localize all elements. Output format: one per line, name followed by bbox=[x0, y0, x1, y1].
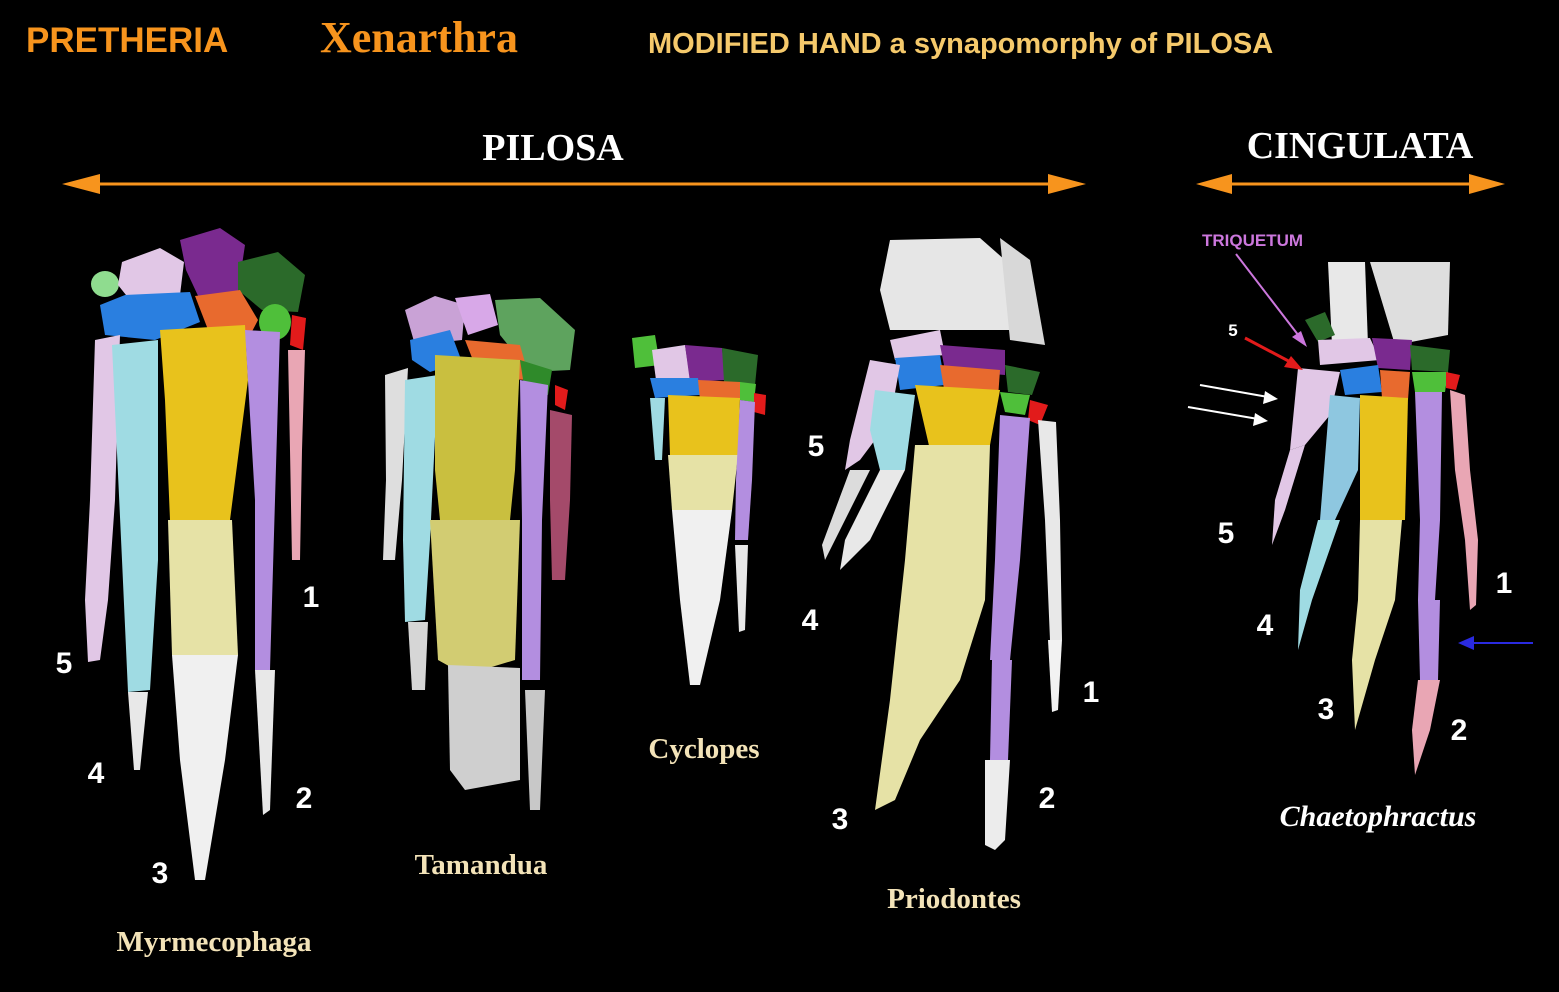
bone-five-label: 5 bbox=[1228, 321, 1237, 340]
specimen-label-chaetophractus: Chaetophractus bbox=[1280, 800, 1477, 833]
digit-label-priodontes-3: 3 bbox=[832, 803, 849, 836]
digit-label-priodontes-2: 2 bbox=[1039, 782, 1056, 815]
superorder-title: PRETHERIA bbox=[26, 21, 228, 60]
hand-chaetophractus bbox=[1272, 262, 1478, 775]
digit-label-chaetophractus-4: 4 bbox=[1257, 609, 1274, 642]
hand-tamandua bbox=[383, 294, 575, 810]
digit-label-myrmecophaga-4: 4 bbox=[88, 757, 105, 790]
digit-label-chaetophractus-1: 1 bbox=[1496, 567, 1513, 600]
digit-label-priodontes-5: 5 bbox=[808, 430, 825, 463]
digit-label-myrmecophaga-1: 1 bbox=[303, 581, 320, 614]
digit-label-priodontes-1: 1 bbox=[1083, 676, 1100, 709]
specimen-label-tamandua: Tamandua bbox=[415, 849, 548, 881]
digit-label-chaetophractus-5: 5 bbox=[1218, 517, 1235, 550]
group-label-pilosa: PILOSA bbox=[482, 127, 624, 169]
digit-label-chaetophractus-3: 3 bbox=[1318, 693, 1335, 726]
specimen-label-myrmecophaga: Myrmecophaga bbox=[117, 926, 312, 958]
order-title: Xenarthra bbox=[320, 13, 518, 62]
hand-myrmecophaga bbox=[85, 228, 306, 880]
group-label-cingulata: CINGULATA bbox=[1247, 125, 1474, 167]
white-pointer-arrow-upper bbox=[1199, 384, 1278, 404]
digit-label-priodontes-4: 4 bbox=[802, 604, 819, 637]
cingulata-range-arrow bbox=[1196, 174, 1505, 194]
red-pointer-arrow bbox=[1244, 336, 1303, 370]
page-subtitle: MODIFIED HAND a synapomorphy of PILOSA bbox=[648, 28, 1273, 60]
blue-pointer-arrow bbox=[1458, 636, 1533, 650]
digit-label-chaetophractus-2: 2 bbox=[1451, 714, 1468, 747]
digit-label-myrmecophaga-5: 5 bbox=[56, 647, 73, 680]
triquetum-label: TRIQUETUM bbox=[1202, 231, 1303, 250]
specimen-label-cyclopes: Cyclopes bbox=[648, 733, 759, 765]
triquetum-pointer bbox=[1235, 253, 1307, 347]
pilosa-range-arrow bbox=[62, 174, 1086, 194]
hand-priodontes bbox=[822, 238, 1062, 850]
specimen-label-priodontes: Priodontes bbox=[887, 883, 1021, 915]
digit-label-myrmecophaga-3: 3 bbox=[152, 857, 169, 890]
digit-label-myrmecophaga-2: 2 bbox=[296, 782, 313, 815]
hand-cyclopes bbox=[632, 335, 766, 685]
white-pointer-arrow-lower bbox=[1187, 406, 1268, 426]
